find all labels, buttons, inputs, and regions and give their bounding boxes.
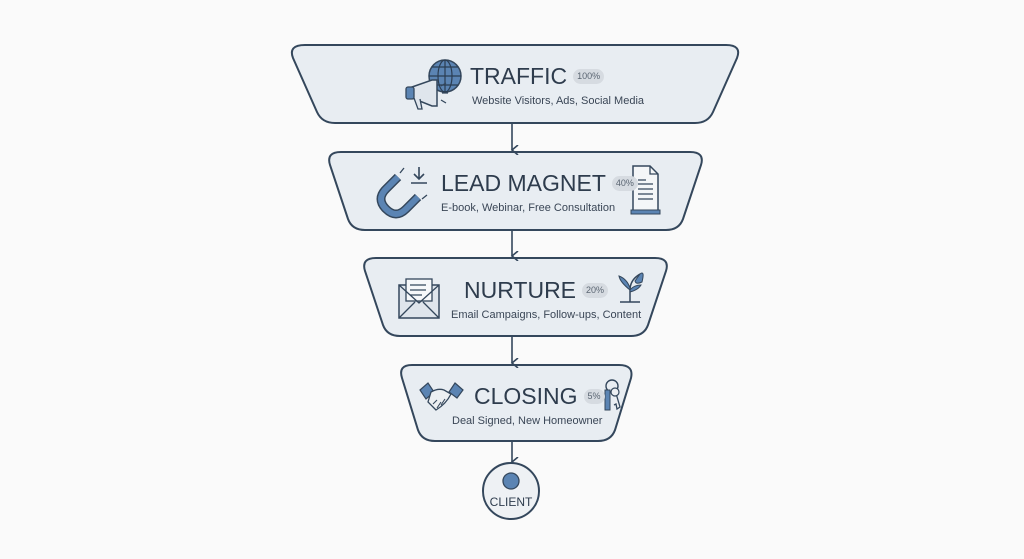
client-node: CLIENT bbox=[482, 463, 540, 519]
dollar-coin-icon bbox=[502, 472, 520, 490]
stage-title-nurture: NURTURE bbox=[464, 277, 577, 303]
document-icon bbox=[630, 165, 661, 215]
sprout-icon bbox=[618, 272, 644, 303]
stage-header-lead-magnet: LEAD MAGNET 40% bbox=[441, 169, 638, 197]
stage-percent-badge-nurture: 20% bbox=[582, 282, 609, 298]
stage-shape-traffic bbox=[290, 44, 740, 124]
stage-percent-badge-lead-magnet: 40% bbox=[611, 175, 638, 191]
stage-percent-badge-traffic: 100% bbox=[573, 68, 605, 84]
stage-title-closing: CLOSING bbox=[474, 383, 578, 409]
stage-subtitle-traffic: Website Visitors, Ads, Social Media bbox=[472, 95, 645, 107]
envelope-icon bbox=[398, 278, 440, 319]
magnet-icon bbox=[376, 167, 428, 219]
stage-header-closing: CLOSING 5% bbox=[474, 382, 605, 410]
client-circle bbox=[482, 462, 540, 520]
stage-shape-nurture bbox=[363, 257, 668, 337]
stage-subtitle-lead-magnet: E-book, Webinar, Free Consultation bbox=[441, 202, 616, 214]
stage-title-traffic: TRAFFIC bbox=[470, 63, 568, 89]
stage-subtitle-closing: Deal Signed, New Homeowner bbox=[452, 415, 603, 427]
client-label: CLIENT bbox=[489, 495, 533, 509]
keys-icon bbox=[604, 379, 621, 411]
download-icon bbox=[411, 167, 427, 184]
stage-header-nurture: NURTURE 20% bbox=[464, 276, 609, 304]
stage-shape-closing bbox=[400, 364, 633, 442]
stage-shape-lead-magnet bbox=[328, 151, 703, 231]
stage-subtitle-nurture: Email Campaigns, Follow-ups, Content bbox=[451, 309, 642, 321]
megaphone-icon bbox=[405, 79, 448, 110]
stage-header-traffic: TRAFFIC 100% bbox=[470, 62, 605, 90]
stage-title-lead-magnet: LEAD MAGNET bbox=[441, 170, 606, 196]
handshake-icon bbox=[419, 382, 464, 411]
stage-percent-badge-closing: 5% bbox=[583, 388, 605, 404]
